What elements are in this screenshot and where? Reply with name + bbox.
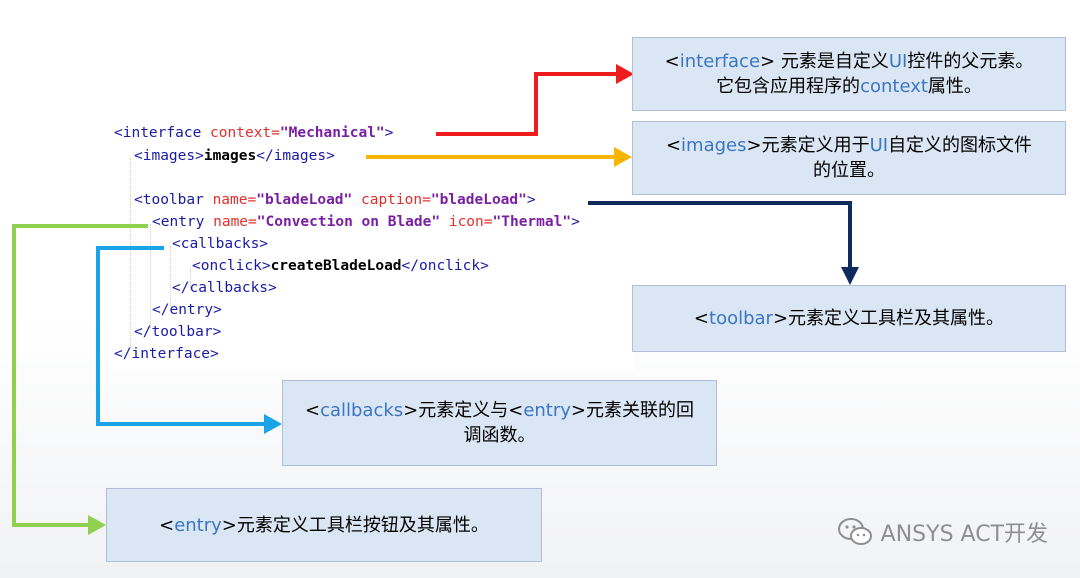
callbacks-note-box: <callbacks>元素定义与<entry>元素关联的回 调函数。 — [282, 380, 717, 466]
cyan-connector — [96, 246, 268, 426]
code-line-callbacks-close: </callbacks> — [172, 279, 277, 297]
value-text: "Thermal" — [492, 214, 572, 230]
tag-text: </images> — [256, 148, 335, 164]
navy-arrowhead — [841, 267, 859, 285]
value-text: "bladeLoad" — [430, 192, 527, 208]
red-arrowhead — [616, 64, 634, 84]
tag-text: </callbacks> — [172, 280, 277, 296]
yellow-arrowhead — [614, 147, 632, 167]
code-line-toolbar: <toolbar name="bladeLoad" caption="blade… — [134, 191, 536, 209]
code-line-callbacks: <callbacks> — [172, 235, 268, 253]
xml-code-panel: <interface context="Mechanical"> <images… — [108, 120, 634, 370]
code-line-entry-close: </entry> — [152, 301, 222, 319]
cyan-arrowhead — [264, 414, 282, 434]
note-keyword: UI — [869, 135, 889, 156]
toolbar-note-box: <toolbar>元素定义工具栏及其属性。 — [632, 285, 1066, 352]
note-text: >元素定义用于 — [746, 135, 870, 156]
tag-text: > — [571, 214, 580, 230]
red-connector — [436, 72, 622, 136]
content-text: images — [203, 148, 257, 164]
green-connector — [12, 224, 148, 527]
note-text: 自定义的图标文件 — [888, 135, 1033, 156]
value-text: "bladeLoad" — [256, 192, 353, 208]
code-line-entry: <entry name="Convection on Blade" icon="… — [152, 213, 580, 231]
note-keyword: entry — [523, 400, 571, 421]
code-line-interface-close: </interface> — [114, 345, 219, 363]
tag-text: </interface> — [114, 346, 219, 362]
navy-connector — [588, 201, 852, 272]
callbacks-note-text: <callbacks>元素定义与<entry>元素关联的回 调函数。 — [305, 398, 694, 448]
tag-text: <interface — [114, 125, 202, 141]
code-line-toolbar-close: </toolbar> — [134, 323, 221, 341]
indent-guide — [150, 224, 151, 328]
indent-guide — [190, 268, 191, 290]
images-note-box: <images>元素定义用于UI自定义的图标文件 的位置。 — [632, 121, 1066, 195]
note-text: 它包含应用程序的 — [716, 76, 861, 97]
tag-text: > — [526, 192, 536, 208]
tag-text: <entry — [152, 214, 205, 230]
note-text: < — [304, 400, 321, 421]
note-text: < — [664, 51, 680, 72]
interface-note-box: <interface> 元素是自定义UI控件的父元素。 它包含应用程序的cont… — [632, 37, 1066, 111]
attr-text: icon= — [440, 214, 493, 230]
attr-text: name= — [204, 214, 257, 230]
note-keyword: entry — [174, 514, 222, 536]
note-text: >元素定义工具栏及其属性。 — [772, 308, 1005, 329]
note-keyword: interface — [679, 51, 761, 72]
interface-note-text: <interface> 元素是自定义UI控件的父元素。 它包含应用程序的cont… — [665, 49, 1034, 99]
note-keyword: images — [681, 135, 747, 156]
note-text: < — [693, 308, 710, 329]
attr-text: name= — [203, 192, 257, 208]
tag-text: <callbacks> — [172, 236, 269, 252]
note-text: 控件的父元素。 — [907, 51, 1034, 72]
note-text: > 元素是自定义 — [760, 51, 889, 72]
watermark: ANSYS ACT开发 — [837, 516, 1048, 548]
note-keyword: context — [860, 76, 928, 97]
note-text: < — [665, 135, 682, 156]
tag-text: > — [384, 125, 394, 141]
note-text: >元素定义工具栏按钮及其属性。 — [221, 514, 489, 536]
note-keyword: callbacks — [320, 400, 404, 421]
note-text: 的位置。 — [813, 160, 885, 181]
images-note-text: <images>元素定义用于UI自定义的图标文件 的位置。 — [666, 133, 1032, 183]
green-arrowhead — [88, 515, 106, 535]
note-keyword: UI — [888, 51, 908, 72]
toolbar-note-text: <toolbar>元素定义工具栏及其属性。 — [694, 306, 1004, 331]
value-text: "Convection on Blade" — [256, 214, 441, 230]
value-text: "Mechanical" — [279, 125, 385, 141]
note-text: < — [159, 514, 175, 536]
tag-text: <images> — [134, 148, 204, 164]
code-line-images: <images>images</images> — [134, 147, 335, 165]
tag-text: <onclick> — [192, 258, 271, 274]
entry-note-text: <entry>元素定义工具栏按钮及其属性。 — [159, 513, 489, 538]
entry-note-box: <entry>元素定义工具栏按钮及其属性。 — [106, 488, 542, 562]
code-line-interface: <interface context="Mechanical"> — [114, 124, 393, 142]
indent-guide — [130, 158, 131, 348]
watermark-text: ANSYS ACT开发 — [880, 522, 1048, 547]
attr-text: caption= — [352, 192, 431, 208]
indent-guide — [170, 246, 171, 306]
wechat-icon — [837, 518, 872, 545]
note-text: 属性。 — [927, 76, 982, 97]
tag-text: </toolbar> — [134, 324, 222, 340]
code-line-onclick: <onclick>createBladeLoad</onclick> — [192, 257, 489, 275]
note-text: >元素定义与< — [403, 400, 524, 421]
attr-text: context= — [201, 125, 280, 141]
tag-text: </onclick> — [401, 258, 489, 274]
note-text: 调函数。 — [463, 425, 536, 446]
note-text: >元素关联的回 — [570, 400, 695, 421]
tag-text: </entry> — [152, 302, 222, 318]
content-text: createBladeLoad — [270, 258, 402, 274]
tag-text: <toolbar — [134, 192, 204, 208]
note-keyword: toolbar — [709, 308, 773, 329]
